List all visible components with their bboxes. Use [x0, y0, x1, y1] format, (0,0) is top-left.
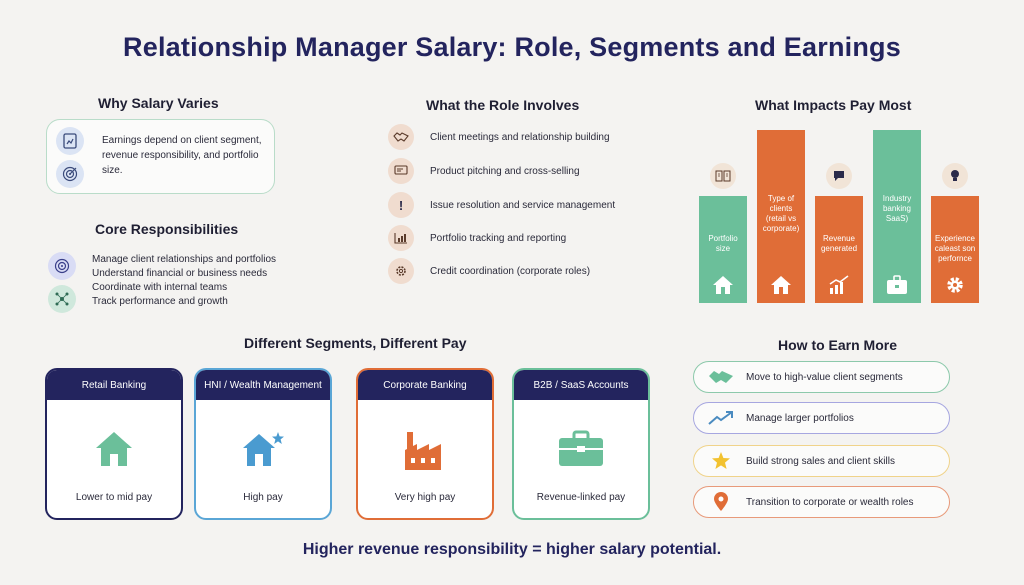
home-icon [699, 275, 747, 295]
gear-icon [931, 275, 979, 295]
presentation-icon [388, 158, 414, 184]
segment-card-pay: High pay [243, 492, 283, 503]
list-item: Track performance and growth [92, 296, 228, 307]
why-heading: Why Salary Varies [98, 95, 219, 111]
impact-bar-label: Industry banking SaaS) [882, 194, 912, 223]
list-item: Understand financial or business needs [92, 268, 268, 279]
role-item: Product pitching and cross-selling [388, 158, 580, 184]
page-title: Relationship Manager Salary: Role, Segme… [123, 32, 901, 62]
home-icon [757, 275, 805, 295]
list-item: Coordinate with internal teams [92, 282, 228, 293]
core-heading: Core Responsibilities [95, 221, 239, 237]
segments-heading: Different Segments, Different Pay [244, 335, 467, 351]
list-item: Manage client relationships and portfoli… [92, 254, 276, 265]
impact-bar-label: Portfolio size [708, 234, 738, 253]
gear-icon [388, 258, 414, 284]
impact-bar: Industry banking SaaS) [873, 130, 921, 303]
segment-card-title: Corporate Banking [358, 370, 492, 400]
impact-bar-label: Revenue generated [820, 234, 858, 253]
document-icon [56, 127, 84, 155]
earn-item: Manage larger portfolios [693, 402, 950, 434]
segment-card-pay: Very high pay [394, 492, 456, 503]
earn-heading: How to Earn More [778, 337, 898, 353]
target-icon [48, 252, 76, 280]
chart-report-icon [388, 225, 414, 251]
location-pin-icon [708, 492, 734, 512]
segment-card-title: HNI / Wealth Management [196, 370, 330, 400]
role-heading: What the Role Involves [426, 97, 580, 113]
briefcase-icon [873, 275, 921, 295]
impact-heading: What Impacts Pay Most [755, 97, 912, 113]
earn-item-label: Transition to corporate or wealth roles [746, 496, 914, 508]
earn-item: Build strong sales and client skills [693, 445, 950, 477]
star-icon [708, 452, 734, 470]
trend-up-icon [708, 410, 734, 426]
earn-item-label: Build strong sales and client skills [746, 455, 895, 467]
network-icon [48, 285, 76, 313]
chat-icon [826, 163, 852, 189]
growth-chart-icon [815, 275, 863, 295]
impact-bar: Experience caleast son perfornce [931, 196, 979, 303]
why-text: Earnings depend on client segment, reven… [102, 135, 262, 176]
earn-item-label: Manage larger portfolios [746, 412, 854, 424]
why-box [46, 119, 275, 194]
impact-bar: Revenue generated [815, 196, 863, 303]
segment-card-pay: Lower to mid pay [75, 492, 153, 503]
target-icon [56, 160, 84, 188]
role-item: Credit coordination (corporate roles) [388, 258, 590, 284]
house-star-icon [196, 430, 330, 468]
lightbulb-icon [942, 163, 968, 189]
impact-bar: Portfolio size [699, 196, 747, 303]
segment-card-title: Retail Banking [47, 370, 181, 400]
handshake-icon [388, 124, 414, 150]
exclamation-icon: ! [388, 192, 414, 218]
handshake-icon [708, 369, 734, 385]
house-icon [47, 430, 181, 468]
segment-card-pay: Revenue-linked pay [536, 492, 626, 503]
briefcase-icon [514, 430, 648, 468]
impact-bar-label: Experience caleast son perfornce [934, 234, 976, 263]
role-item: ! Issue resolution and service managemen… [388, 192, 615, 218]
role-item: Portfolio tracking and reporting [388, 225, 566, 251]
portfolio-icon [710, 163, 736, 189]
factory-icon [358, 430, 492, 472]
impact-bar-label: Type of clients (retail vs corporate) [762, 194, 800, 233]
earn-item: Move to high-value client segments [693, 361, 950, 393]
role-item: Client meetings and relationship buildin… [388, 124, 610, 150]
earn-item: Transition to corporate or wealth roles [693, 486, 950, 518]
footer-tagline: Higher revenue responsibility = higher s… [302, 541, 722, 558]
impact-bar: Type of clients (retail vs corporate) [757, 130, 805, 303]
core-list: Manage client relationships and portfoli… [92, 253, 276, 309]
earn-item-label: Move to high-value client segments [746, 371, 903, 383]
segment-card-title: B2B / SaaS Accounts [514, 370, 648, 400]
